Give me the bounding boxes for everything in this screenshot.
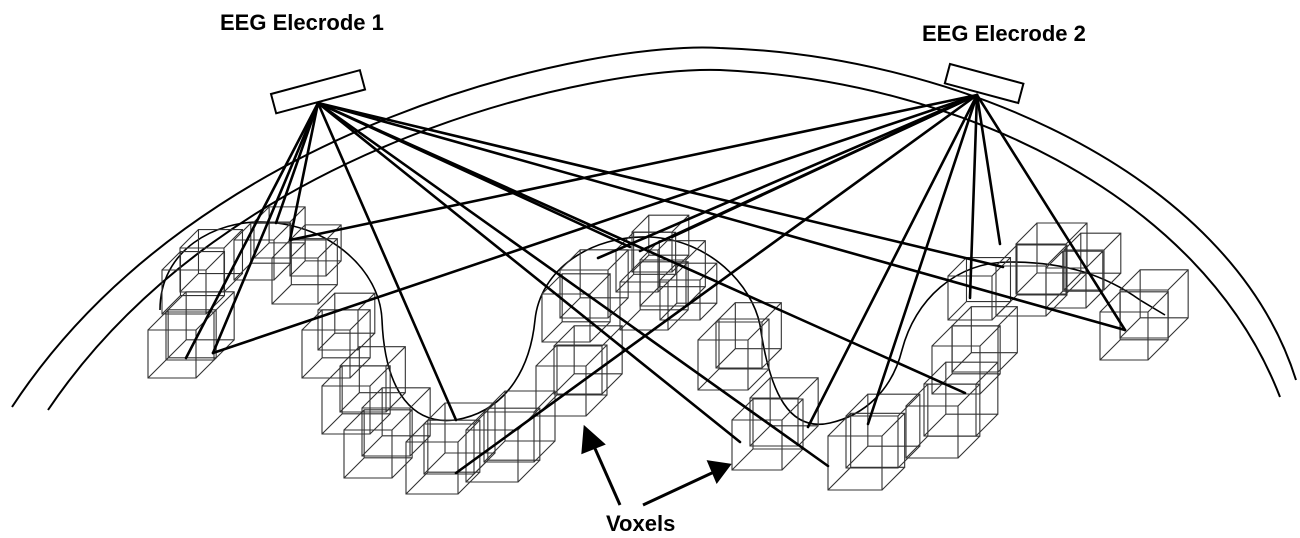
voxel-cube bbox=[321, 365, 391, 435]
lead-field-line bbox=[806, 93, 979, 429]
arrow-left bbox=[591, 443, 622, 506]
voxel-cube bbox=[165, 291, 235, 361]
voxel-cube bbox=[289, 224, 342, 277]
arrow-right bbox=[642, 470, 715, 507]
lead-field-line bbox=[975, 93, 1002, 246]
lead-field-lines bbox=[184, 93, 1127, 475]
skull-inner-arc bbox=[47, 68, 1281, 411]
voxel-cube bbox=[827, 412, 906, 491]
lead-field-line bbox=[316, 101, 458, 422]
voxel-cube bbox=[619, 261, 689, 331]
lead-field-line bbox=[968, 93, 979, 300]
electrode-2 bbox=[943, 62, 1025, 105]
lead-field-line bbox=[184, 101, 320, 360]
voxel-cube bbox=[553, 325, 623, 395]
lead-field-line bbox=[316, 101, 830, 468]
voxel-cube bbox=[1099, 291, 1169, 361]
arrow-right-head bbox=[706, 460, 732, 484]
lead-field-line bbox=[316, 101, 1127, 332]
lead-field-line bbox=[454, 93, 979, 475]
lead-field-line bbox=[866, 93, 979, 426]
voxel-cube bbox=[905, 383, 981, 459]
voxel-cube bbox=[1063, 232, 1122, 291]
lead-field-line bbox=[211, 93, 979, 355]
electrode-1-label: EEG Elecrode 1 bbox=[220, 10, 384, 35]
lead-field-line bbox=[975, 93, 1127, 332]
scalp-outer-arc bbox=[11, 46, 1297, 408]
voxel-cube bbox=[405, 419, 481, 495]
voxel-cube bbox=[361, 387, 431, 457]
voxel-cube bbox=[715, 302, 782, 369]
voxel-cube bbox=[343, 409, 413, 479]
voxel-cube bbox=[1119, 269, 1189, 339]
voxel-cube bbox=[659, 262, 718, 321]
voxel-cube bbox=[1045, 250, 1104, 309]
lead-field-line bbox=[316, 101, 1005, 269]
voxel-cube bbox=[339, 346, 406, 413]
lead-field-line bbox=[274, 101, 320, 225]
voxel-cube bbox=[923, 361, 999, 437]
lead-field-line bbox=[638, 93, 979, 253]
lead-field-line bbox=[316, 101, 742, 444]
voxel-arrows bbox=[581, 424, 732, 507]
voxel-cube bbox=[1015, 222, 1088, 295]
electrode-2-label: EEG Elecrode 2 bbox=[922, 21, 1086, 46]
cortex-surface bbox=[159, 221, 1166, 426]
voxel-cube bbox=[161, 250, 226, 315]
voxel-cube bbox=[541, 273, 611, 343]
voxel-cube bbox=[931, 325, 1001, 395]
voxel-cube bbox=[271, 238, 338, 305]
voxel-cubes bbox=[147, 206, 1189, 495]
lead-field-line bbox=[288, 93, 979, 242]
voxel-cube bbox=[559, 249, 629, 319]
voxel-cube bbox=[731, 398, 804, 471]
arrow-left-head bbox=[581, 424, 606, 455]
voxel-cube bbox=[995, 244, 1068, 317]
electrode-1 bbox=[269, 68, 367, 115]
lead-field-line bbox=[316, 101, 967, 395]
lead-field-line bbox=[288, 101, 320, 242]
lead-field-line bbox=[596, 93, 979, 260]
voxel-cube bbox=[535, 344, 608, 417]
voxel-cube bbox=[483, 390, 556, 463]
voxels-label: Voxels bbox=[606, 511, 676, 536]
voxel-cube bbox=[697, 318, 770, 391]
lead-field-line bbox=[211, 101, 320, 355]
voxel-cube bbox=[845, 393, 921, 469]
